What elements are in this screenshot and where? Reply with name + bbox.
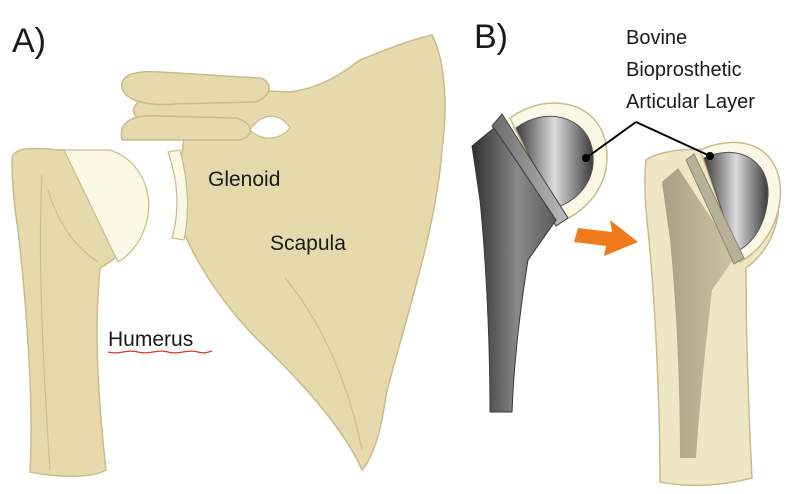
panel-a-letter: A) xyxy=(12,22,46,60)
panel-b-letter: B) xyxy=(474,18,508,56)
humeral-head-cartilage xyxy=(63,149,150,263)
transition-arrow xyxy=(574,220,638,256)
prosthesis-implant xyxy=(471,102,608,413)
callout-line-3: Articular Layer xyxy=(626,91,755,113)
humerus-label: Humerus xyxy=(108,328,193,351)
callout-leader-left xyxy=(585,121,637,159)
implanted-humerus xyxy=(644,141,782,487)
callout-line-2: Bioprosthetic xyxy=(626,59,742,81)
scapula-bone xyxy=(120,34,446,472)
scapula-label: Scapula xyxy=(270,232,346,255)
callout-dot-right xyxy=(706,152,714,160)
callout-leader-right xyxy=(635,121,711,157)
callout-dot-left xyxy=(582,154,590,162)
humerus-spellcheck-underline xyxy=(107,350,213,354)
glenoid-label: Glenoid xyxy=(208,168,280,191)
callout-line-1: Bovine xyxy=(626,27,687,49)
glenoid-cartilage xyxy=(167,149,189,241)
